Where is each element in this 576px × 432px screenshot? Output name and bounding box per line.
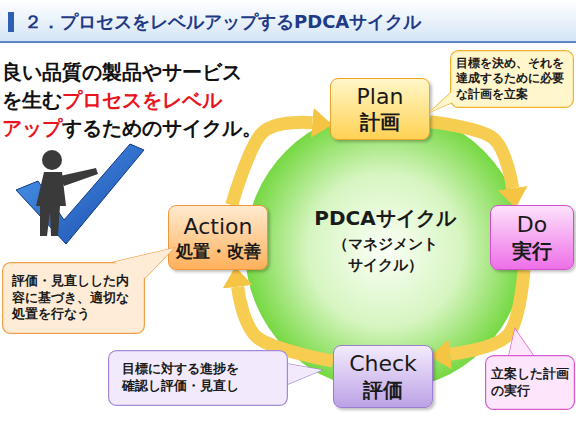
cycle-arrow (450, 270, 524, 354)
stage-name: Check (349, 351, 417, 377)
slide-title: ２．プロセスをレベルアップするPDCAサイクル (24, 10, 421, 34)
title-bar (0, 0, 576, 42)
title-rule (0, 41, 576, 43)
callout-text: 目標に対する進捗を確認し評価・見直し (122, 361, 248, 395)
stick-figure (36, 150, 98, 236)
cycle-subtitle: （マネジメント サイクル） (324, 234, 446, 276)
stage-name: Plan (357, 84, 404, 110)
bubble-tail-cover (288, 364, 322, 384)
callout-bubble: 評価・見直しした内容に基づき、適切な処置を行なう (2, 262, 145, 334)
stage-subtitle: 評価 (363, 378, 403, 402)
bubble-tail (288, 364, 322, 384)
bubble-tail-cover (509, 329, 533, 355)
box-text: Action処置・改善 (169, 206, 267, 269)
bubble-body (451, 51, 574, 108)
callout-bubble: 目標に対する進捗を確認し評価・見直し (108, 350, 288, 406)
process-box: Do実行 (490, 205, 574, 270)
bubble-text: 目標を決め、それを達成するために必要な計画を立案 (450, 50, 574, 108)
intro-row: アップするためのサイクル。 (2, 114, 262, 142)
intro-phrase: 良い品質の製品やサービス (2, 60, 242, 84)
intro-row: を生むプロセスをレベル (2, 86, 262, 114)
bubble-text: 立案した計画の実行 (485, 355, 575, 410)
bubble-body (3, 263, 145, 334)
bubble-tail (509, 329, 533, 355)
stage-subtitle: 処置・改善 (176, 241, 261, 261)
cycle-name: PDCAサイクル (314, 204, 455, 232)
cycle-arrow (232, 122, 313, 205)
stage-name: Action (184, 214, 253, 240)
title-mark (8, 12, 14, 32)
intro-phrase: するためのサイクル。 (62, 116, 262, 140)
box-text: Do実行 (491, 206, 573, 269)
process-box: Plan計画 (330, 78, 430, 140)
bubble-body (486, 356, 575, 410)
bubble-body (109, 351, 288, 406)
callout-text: 立案した計画の実行 (491, 366, 569, 399)
box-text: Plan計画 (331, 79, 429, 139)
bubble-text: 評価・見直しした内容に基づき、適切な処置を行なう (2, 262, 145, 334)
cycle-arrow (238, 287, 333, 361)
intro-phrase: を生む (2, 88, 62, 112)
callout-text: 目標を決め、それを達成するために必要な計画を立案 (456, 56, 568, 103)
intro-text: 良い品質の製品やサービスを生むプロセスをレベルアップするためのサイクル。 (2, 58, 262, 142)
callout-bubble: 目標を決め、それを達成するために必要な計画を立案 (450, 50, 574, 108)
box-text: Check評価 (334, 346, 432, 407)
check-mark (16, 144, 144, 244)
stage-subtitle: 計画 (360, 110, 400, 134)
intro-phrase: プロセスをレベル (62, 88, 222, 112)
bubble-text: 目標に対する進捗を確認し評価・見直し (108, 350, 288, 406)
callout-bubble: 立案した計画の実行 (485, 355, 575, 410)
stage-subtitle: 実行 (512, 239, 552, 263)
callout-text: 評価・見直しした内容に基づき、適切な処置を行なう (12, 273, 135, 324)
process-box: Check評価 (333, 345, 433, 408)
intro-phrase: アップ (2, 116, 62, 140)
stage-name: Do (517, 212, 547, 238)
intro-row: 良い品質の製品やサービス (2, 58, 262, 86)
process-box: Action処置・改善 (168, 205, 268, 270)
cycle-arrow (430, 122, 513, 188)
bubble-tail-cover (430, 86, 458, 112)
